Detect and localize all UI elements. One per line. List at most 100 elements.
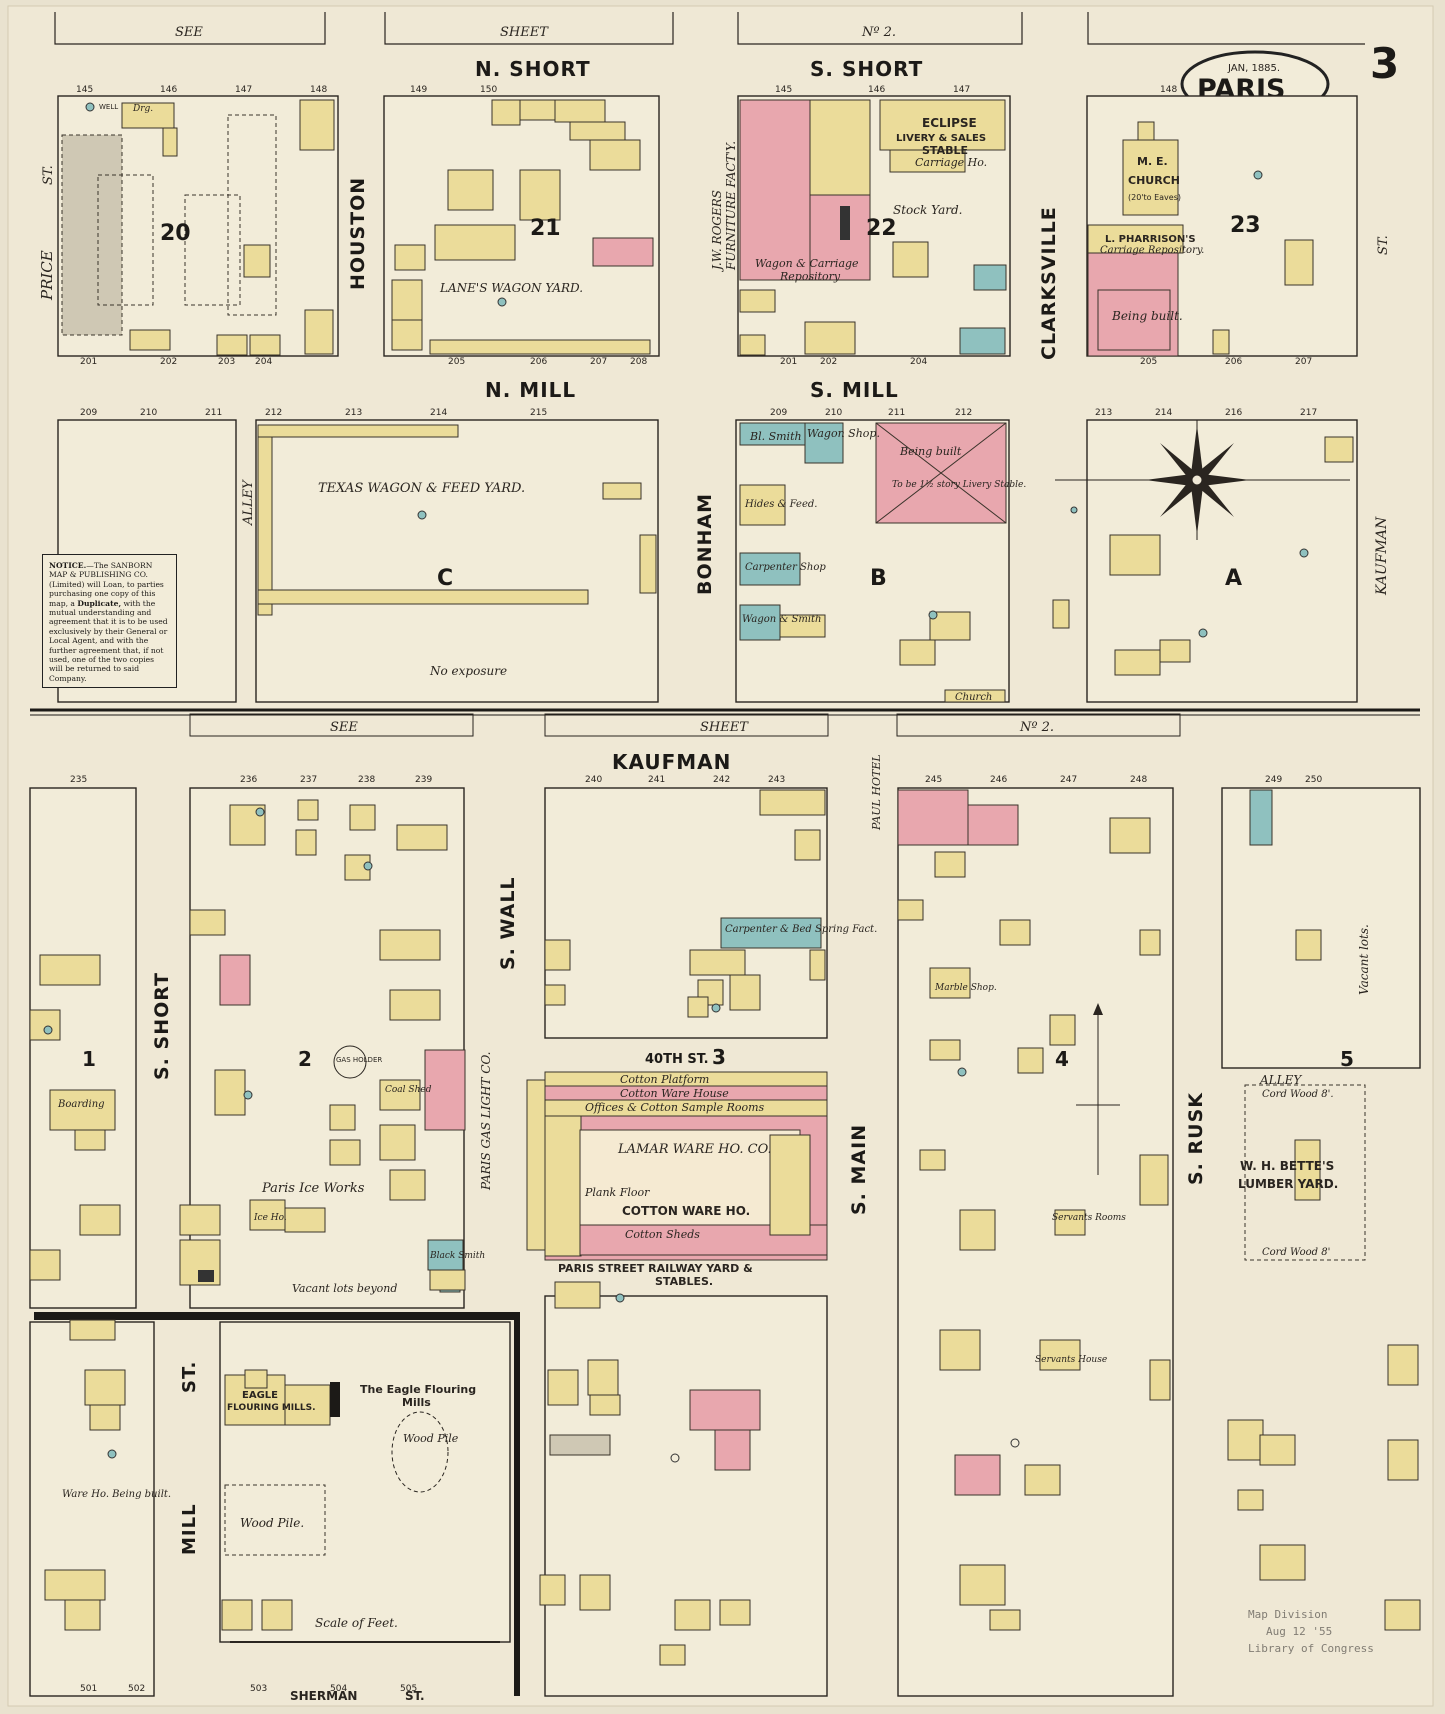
svg-text:238: 238 <box>358 775 375 785</box>
street-st-right: ST. <box>1376 235 1391 255</box>
stamp-line-1: Map Division <box>1248 1608 1328 1621</box>
svg-text:501: 501 <box>80 1684 97 1694</box>
block-c: C TEXAS WAGON & FEED YARD. No exposure <box>255 419 659 703</box>
being-built-23: Being built. <box>1111 309 1183 323</box>
church-small-label: Church <box>955 692 992 703</box>
street-price-st: ST. <box>41 165 56 185</box>
svg-text:146: 146 <box>160 85 177 95</box>
svg-text:146: 146 <box>868 85 885 95</box>
block-22: 22 J.W. ROGERS FURNITURE FACT'Y. ECLIPSE… <box>710 95 1011 357</box>
notice-title: NOTICE. <box>49 561 87 570</box>
stable-label: STABLE <box>922 144 968 157</box>
street-s-mill: S. MILL <box>810 378 899 402</box>
block-1: 1 Boarding <box>29 787 137 1309</box>
svg-text:207: 207 <box>1295 357 1312 367</box>
lamar-label: LAMAR WARE HO. CO. <box>617 1142 772 1157</box>
paris-gas-label: PARIS GAS LIGHT CO. <box>479 1052 493 1191</box>
notice-duplicate: Duplicate, <box>77 598 122 608</box>
svg-text:150: 150 <box>480 85 497 95</box>
black-smith-label: Black Smith <box>429 1251 485 1261</box>
street-mill-st: ST. <box>179 1361 200 1393</box>
paris-ice-works: Paris Ice Works Ice Ho. Black Smith Vaca… <box>179 1181 485 1295</box>
wagon-carriage-label: Wagon & Carriage <box>755 257 859 270</box>
svg-text:149: 149 <box>410 85 427 95</box>
block-a: A <box>1052 419 1358 703</box>
stamp-line-3: Library of Congress <box>1248 1642 1374 1655</box>
wood-pile-2-label: Wood Pile. <box>240 1516 304 1530</box>
me-church-2: CHURCH <box>1128 174 1180 187</box>
paris-ice-label: Paris Ice Works <box>261 1181 365 1196</box>
library-stamp: Map Division Aug 12 '55 Library of Congr… <box>1248 1606 1393 1666</box>
svg-text:250: 250 <box>1305 775 1322 785</box>
svg-text:242: 242 <box>713 775 730 785</box>
eagle-flouring-mills-block: The Eagle Flouring Mills EAGLE FLOURING … <box>34 1312 520 1696</box>
stock-yard-label: Stock Yard. <box>893 203 962 217</box>
block-mill-left: Ware Ho. Being built. <box>29 1319 171 1697</box>
svg-text:206: 206 <box>530 357 547 367</box>
block-4: 4 PAUL HOTEL Marble Shop. Servants Rooms… <box>870 754 1174 1697</box>
sheet-number: 3 <box>1370 39 1399 88</box>
street-price: PRICE <box>38 250 56 301</box>
street-kaufman-h: KAUFMAN <box>612 750 731 774</box>
lamar-ware-ho-complex: Cotton Platform Cotton Ware House Office… <box>526 1071 828 1261</box>
block-23: 23 M. E. CHURCH (20'to Eaves) L. PHARRIS… <box>1086 95 1358 357</box>
block-2-number: 2 <box>298 1047 312 1071</box>
plank-floor-label: Plank Floor <box>584 1186 650 1199</box>
svg-text:201: 201 <box>80 357 97 367</box>
block-3-number: 3 <box>712 1045 726 1069</box>
street-kaufman-v: KAUFMAN <box>1374 516 1390 596</box>
block-3-lower <box>539 1281 828 1697</box>
svg-text:207: 207 <box>590 357 607 367</box>
no-exposure-label: No exposure <box>429 664 507 678</box>
svg-text:209: 209 <box>80 408 97 418</box>
notice-body: —The SANBORN MAP & PUBLISHING CO. (Limit… <box>49 561 164 608</box>
svg-text:246: 246 <box>990 775 1007 785</box>
svg-text:210: 210 <box>825 408 842 418</box>
svg-text:201: 201 <box>780 357 797 367</box>
lumber-yard-label: LUMBER YARD. <box>1238 1177 1338 1191</box>
street-s-wall: S. WALL <box>497 876 519 970</box>
svg-text:237: 237 <box>300 775 317 785</box>
see-label-top: SEE <box>175 25 203 40</box>
cotton-sheds-label: Cotton Sheds <box>625 1228 700 1241</box>
street-bonham: BONHAM <box>694 493 716 595</box>
svg-text:240: 240 <box>585 775 602 785</box>
wagon-shop-label: Wagon Shop. <box>807 427 880 440</box>
svg-text:209: 209 <box>770 408 787 418</box>
compass-rose <box>1055 420 1350 540</box>
block-2: 2 GAS HOLDER Coal Shed PARIS GAS LIGHT C… <box>189 787 493 1309</box>
svg-text:148: 148 <box>310 85 327 95</box>
vacant-lots-r-label: Vacant lots. <box>1357 924 1371 995</box>
svg-text:147: 147 <box>235 85 252 95</box>
svg-text:206: 206 <box>1225 357 1242 367</box>
cotton-ware-house-label: Cotton Ware House <box>620 1087 729 1100</box>
me-church-3: (20'to Eaves) <box>1128 193 1181 202</box>
hides-label: Hides & Feed. <box>744 499 817 510</box>
svg-text:239: 239 <box>415 775 432 785</box>
svg-text:211: 211 <box>205 408 222 418</box>
gas-holder-label: GAS HOLDER <box>336 1056 382 1064</box>
carriage-repo-label: Carriage Repository. <box>1100 245 1204 256</box>
svg-text:202: 202 <box>820 357 837 367</box>
street-s-short-top: S. SHORT <box>810 57 923 81</box>
harrison-label: L. PHARRISON'S <box>1105 234 1196 245</box>
mills-label: Mills <box>402 1396 431 1409</box>
boarding-label: Boarding <box>57 1099 105 1110</box>
svg-text:148: 148 <box>1160 85 1177 95</box>
carriage-ho-label: Carriage Ho. <box>915 156 987 169</box>
ice-ho-label: Ice Ho. <box>253 1213 287 1223</box>
repository-label: Repository <box>779 270 841 283</box>
svg-text:502: 502 <box>128 1684 145 1694</box>
svg-text:205: 205 <box>448 357 465 367</box>
svg-text:203: 203 <box>218 357 235 367</box>
servants-house-label: Servants House <box>1035 1355 1107 1365</box>
svg-text:213: 213 <box>345 408 362 418</box>
street-sherman: SHERMAN <box>290 1689 357 1703</box>
svg-text:503: 503 <box>250 1684 267 1694</box>
wagon-smith-label: Wagon & Smith <box>742 614 821 625</box>
cotton-ware-ho-label: COTTON WARE HO. <box>622 1204 750 1218</box>
block-5-number: 5 <box>1340 1047 1354 1071</box>
svg-text:214: 214 <box>1155 408 1172 418</box>
svg-text:248: 248 <box>1130 775 1147 785</box>
